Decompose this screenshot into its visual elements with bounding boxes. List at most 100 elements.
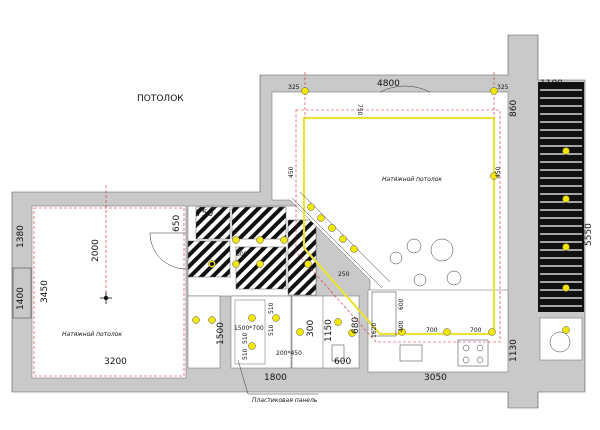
bath-tub [234, 299, 266, 365]
panel-label: Пластиковая панель [252, 397, 318, 404]
dim-2000: 2000 [91, 239, 101, 262]
room-left [31, 205, 187, 379]
fridge [371, 291, 397, 337]
kitchen [367, 289, 509, 373]
chair-4 [413, 273, 427, 287]
window-left [12, 267, 32, 319]
sofa-arc [379, 85, 431, 93]
lamp [350, 245, 358, 253]
dim-325-left: 325 [288, 84, 300, 91]
lamp [272, 314, 280, 322]
hatched-zone-4 [235, 246, 287, 290]
lamp [488, 328, 496, 336]
dim-3450: 3450 [40, 280, 50, 303]
stove [457, 339, 489, 367]
table [430, 238, 454, 262]
toilet [331, 344, 345, 362]
dim-3200: 3200 [104, 357, 127, 367]
dim-750-small: 750 [196, 209, 213, 219]
dash-outline-left [33, 207, 185, 377]
lamp [307, 203, 315, 211]
dim-1380: 1380 [16, 225, 26, 248]
hatched-zone-1 [195, 206, 231, 240]
door-arc [149, 232, 187, 270]
dim-1130: 1130 [509, 339, 519, 362]
dim-3050: 3050 [424, 373, 447, 383]
dim-450-a: 450 [288, 166, 295, 178]
dim-600-a: 600 [236, 251, 248, 258]
burner-1 [462, 344, 470, 352]
chandelier-small [210, 262, 214, 266]
dim-650: 650 [172, 215, 182, 232]
dim-5550: 5550 [584, 223, 594, 246]
lamp [301, 87, 309, 95]
lamp [232, 236, 240, 244]
lamp [443, 328, 451, 336]
chair-2 [389, 251, 403, 265]
dim-1500x700: 1500*700 [234, 325, 264, 332]
chandelier-left [103, 295, 109, 301]
dim-1150: 1150 [324, 319, 334, 342]
lamp [339, 235, 347, 243]
plan-title: ПОТОЛОК [137, 94, 184, 104]
lamp [562, 284, 570, 292]
dim-510-d: 510 [242, 348, 249, 360]
dim-325-right: 325 [497, 84, 509, 91]
stretch-label-left: Натяжной потолок [62, 331, 122, 338]
lamp [192, 316, 200, 324]
dim-860: 860 [509, 100, 519, 117]
lamp [317, 214, 325, 222]
lamp [248, 342, 256, 350]
lamp [562, 147, 570, 155]
dim-510-c: 510 [242, 332, 249, 344]
lamp [304, 260, 312, 268]
lamp [562, 195, 570, 203]
dim-700-a: 700 [426, 327, 438, 334]
chair-1 [406, 238, 422, 254]
dash-outline-main [295, 109, 501, 343]
dim-200x450: 200*450 [276, 350, 302, 357]
stretch-ceiling-outline [302, 116, 496, 336]
lamp [248, 314, 256, 322]
dim-750-top: 750 [356, 104, 363, 116]
lamp [490, 172, 498, 180]
lamp [328, 224, 336, 232]
hatched-zone-3 [187, 240, 231, 278]
dim-510-b: 510 [268, 324, 275, 336]
burner-2 [476, 344, 484, 352]
panel-leader [237, 359, 249, 395]
lamp [256, 236, 264, 244]
dim-4800: 4800 [377, 79, 400, 89]
dim-300: 300 [306, 320, 316, 337]
lamp [348, 329, 356, 337]
stretch-label-right: Натяжной потолок [382, 176, 442, 183]
dim-600-bottom: 600 [334, 357, 351, 367]
dim-680: 680 [351, 317, 361, 334]
lamp [256, 260, 264, 268]
dim-1800: 1800 [264, 373, 287, 383]
lamp [280, 236, 288, 244]
dim-1500: 1500 [216, 322, 226, 345]
lamp [562, 243, 570, 251]
round-table [549, 331, 571, 353]
burner-4 [476, 356, 484, 364]
lamp [334, 318, 342, 326]
lamp [490, 87, 498, 95]
dim-1620: 1620 [371, 323, 378, 338]
closet [187, 295, 221, 369]
dim-510-a: 510 [268, 302, 275, 314]
lamp [232, 260, 240, 268]
dim-450-b: 450 [495, 166, 502, 178]
dim-250: 250 [338, 271, 350, 278]
lamp [398, 328, 406, 336]
dim-400: 400 [398, 320, 405, 332]
balcony-lower [539, 317, 583, 361]
dim-700-b: 700 [470, 327, 482, 334]
chair-3 [446, 270, 462, 286]
hatched-zone-2 [231, 206, 287, 240]
burner-3 [462, 356, 470, 364]
staircase [538, 82, 584, 312]
lamps [192, 87, 570, 350]
lamp [208, 316, 216, 324]
